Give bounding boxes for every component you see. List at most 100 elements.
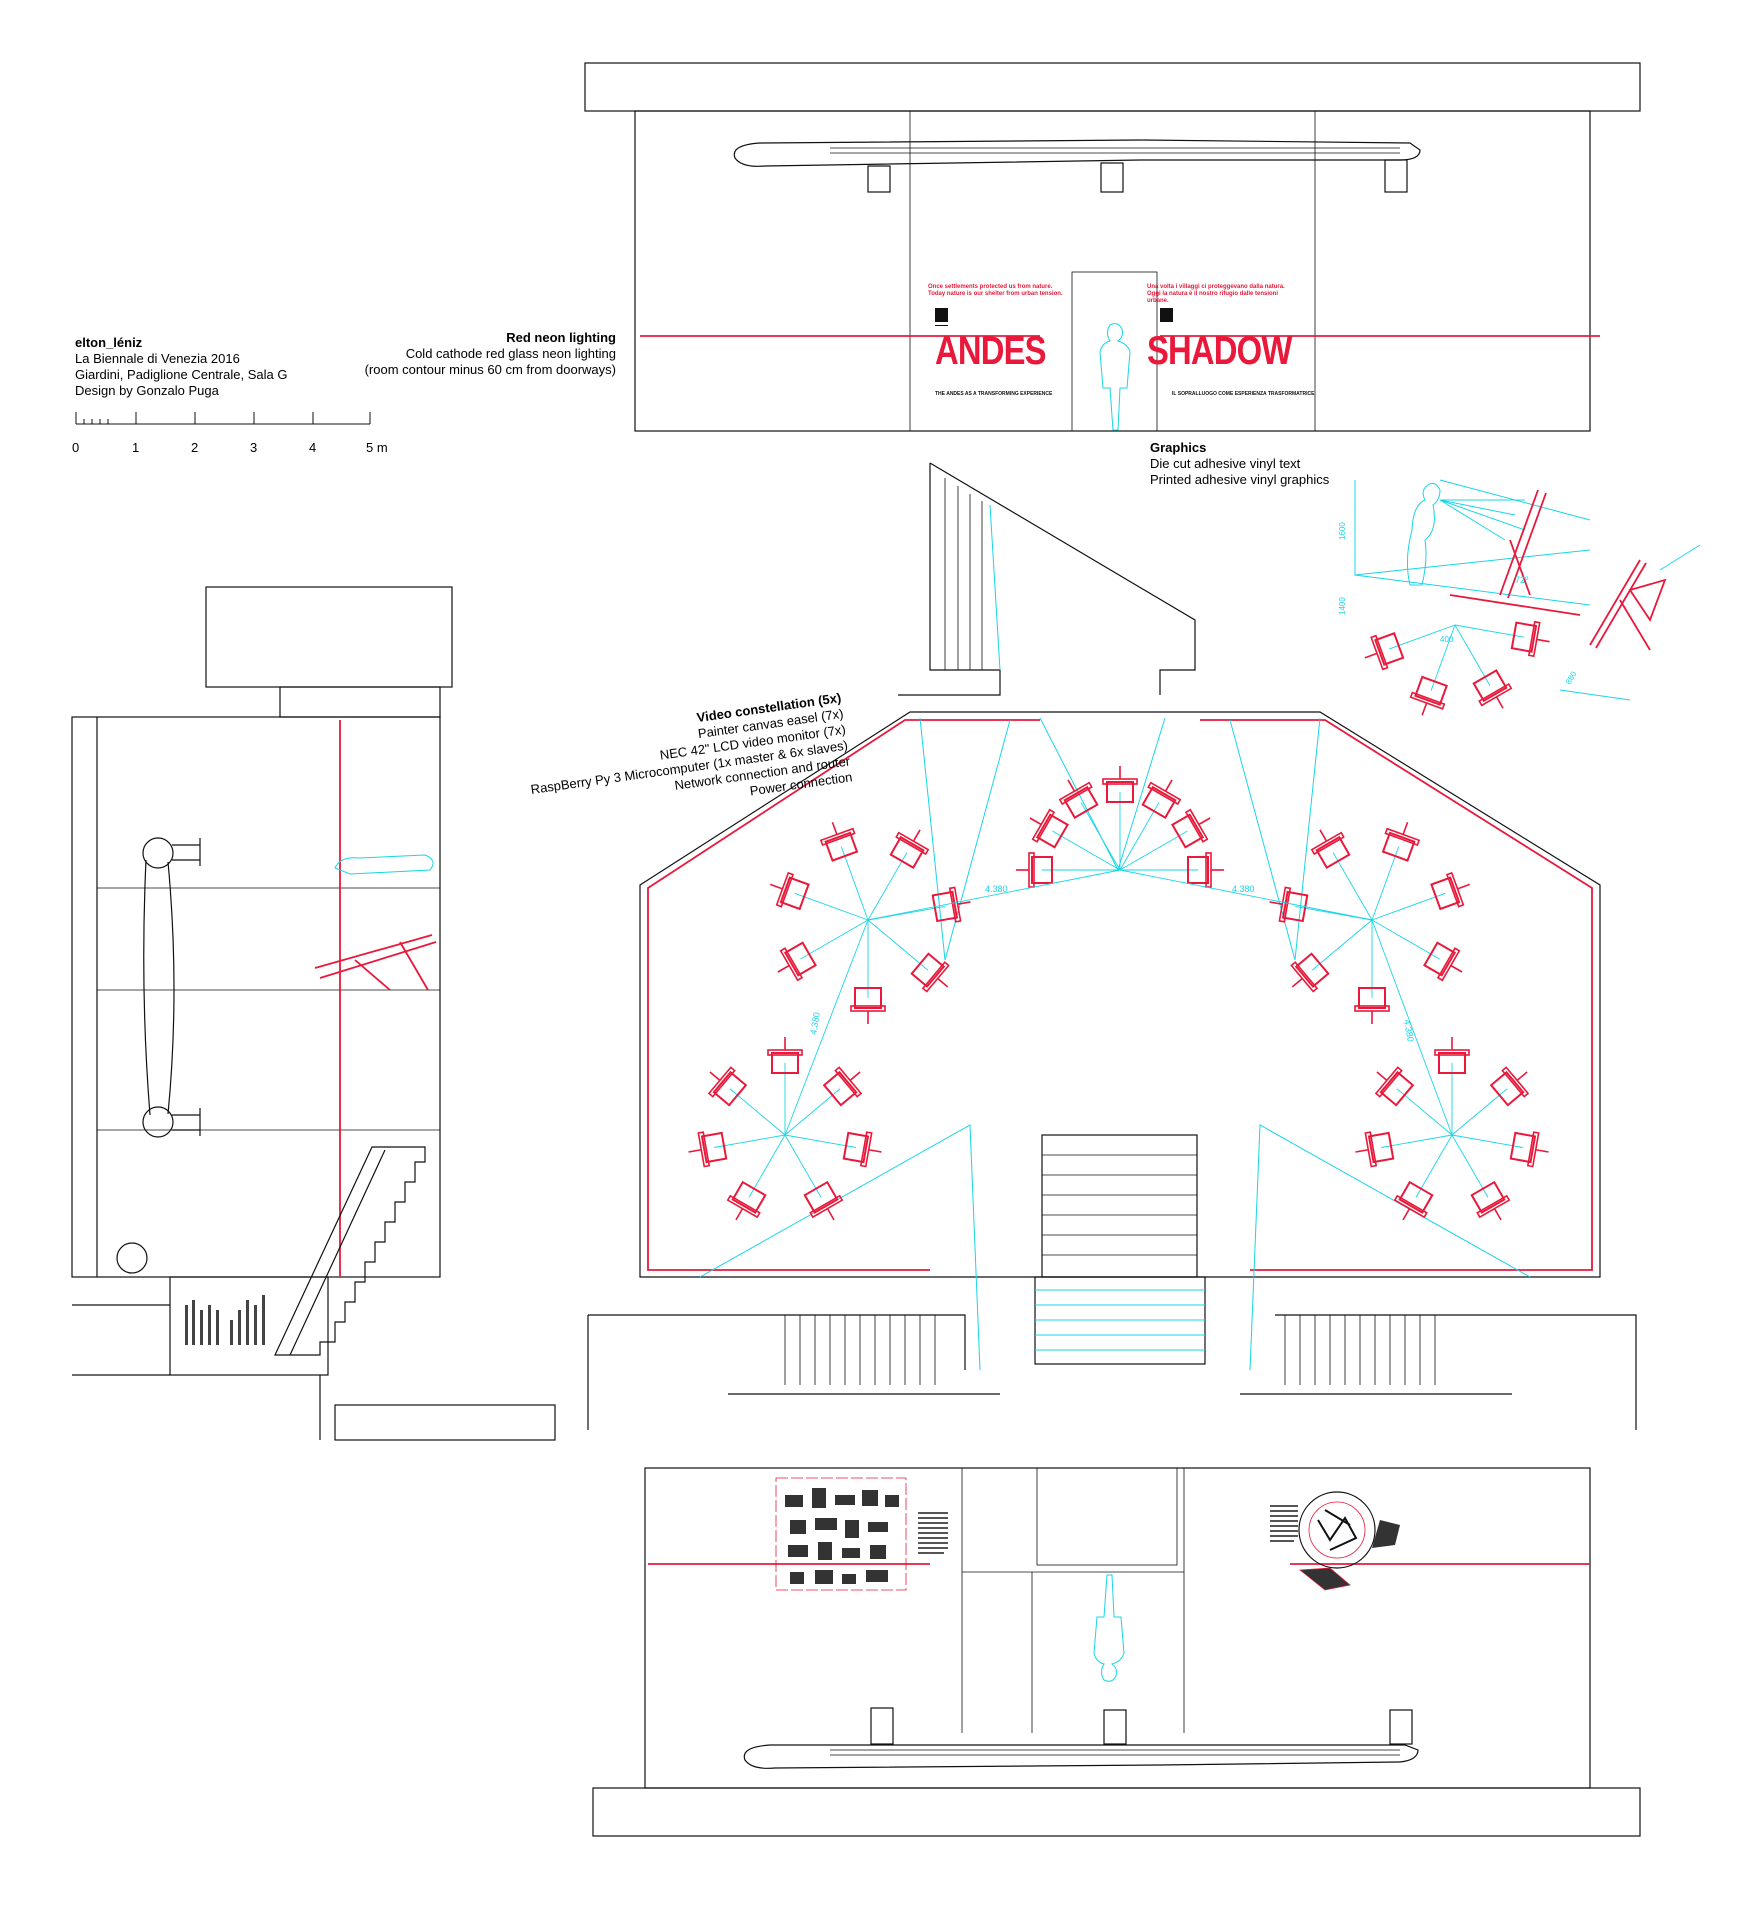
scale-bar <box>75 412 371 425</box>
sightline <box>794 892 869 921</box>
easel-monitor <box>1393 1180 1434 1221</box>
credits-block: elton_léniz La Biennale di Venezia 2016 … <box>75 335 287 399</box>
dimension-label: 72º <box>1515 575 1529 585</box>
graphics-note-line: Die cut adhesive vinyl text <box>1150 456 1301 471</box>
easel-monitor <box>803 1180 844 1221</box>
sightline <box>1052 830 1121 871</box>
sightline <box>1119 869 1373 921</box>
sightline <box>1415 1134 1453 1198</box>
ceiling-duct <box>733 139 1421 193</box>
easel-monitor <box>726 1180 767 1221</box>
plan-south-stair <box>1034 1134 1206 1365</box>
human-figure-section <box>334 854 434 875</box>
easel-monitor <box>910 952 950 993</box>
sightline <box>784 919 869 1136</box>
graphics-note-title: Graphics <box>1150 440 1207 455</box>
plan-side-stairs <box>784 1315 1436 1385</box>
section-view <box>71 586 556 1441</box>
sightline <box>784 1134 856 1148</box>
dimension-label: 400 <box>1440 635 1454 644</box>
easel-monitor <box>769 871 810 911</box>
wall-heading-left: Once settlements protected us from natur… <box>928 284 1063 297</box>
sightline <box>867 852 908 921</box>
floor-plan: 4.380 4.380 4.380 4.380 <box>587 462 1637 1430</box>
dimension-label: 4.380 <box>985 884 1008 894</box>
section-duct <box>116 837 201 1274</box>
human-figure-elevation-bottom <box>1093 1574 1125 1682</box>
easel-monitor <box>1029 808 1069 849</box>
easel-monitor <box>707 1066 748 1107</box>
scale-label: 0 <box>72 440 80 455</box>
sightline <box>867 869 1121 921</box>
neon-note-line: (room contour minus 60 cm from doorways) <box>364 362 616 377</box>
easel-monitor <box>1430 871 1471 911</box>
easel-monitor <box>1354 987 1390 1024</box>
easel-monitor <box>1472 669 1513 709</box>
easel-monitor <box>842 1131 882 1168</box>
text-panel-right <box>1160 308 1173 322</box>
easel-monitor <box>822 1066 863 1107</box>
easel-monitor <box>1409 675 1448 716</box>
sightline <box>1430 624 1456 691</box>
sightline <box>1389 624 1456 650</box>
easel-monitor <box>931 886 971 923</box>
sightline <box>1080 802 1121 871</box>
sightline <box>1451 1134 1489 1198</box>
dimension-label: 4.380 <box>1232 884 1255 894</box>
section-stair <box>274 1146 426 1356</box>
easel-monitor <box>1381 821 1421 862</box>
video-constellations <box>688 766 1549 1221</box>
sightline <box>1381 1134 1453 1148</box>
neon-note-line: Cold cathode red glass neon lighting <box>405 346 616 361</box>
easel-monitor <box>767 1037 803 1074</box>
sightline <box>1371 892 1446 921</box>
sightline <box>1371 846 1400 921</box>
neon-note-title: Red neon lighting <box>506 330 616 345</box>
project-name: elton_léniz <box>75 335 143 350</box>
sightline <box>1371 919 1453 1136</box>
graphics-note-line: Printed adhesive vinyl graphics <box>1150 472 1330 487</box>
sightline <box>1454 624 1491 686</box>
easel-monitor <box>1355 1131 1395 1168</box>
easel-monitor <box>1470 1180 1511 1221</box>
sightline <box>784 1134 822 1198</box>
sightline <box>1311 919 1373 971</box>
detail-easel-fan <box>1364 620 1550 716</box>
graphic-panel-left <box>775 1477 907 1591</box>
easel-monitor <box>850 987 886 1024</box>
neon-contour <box>647 719 1593 1271</box>
ceiling-duct-bottom <box>743 1707 1419 1769</box>
venue-name: Giardini, Padiglione Centrale, Sala G <box>75 367 288 382</box>
sightline <box>840 846 869 921</box>
easel-monitor <box>1141 779 1182 819</box>
sightline <box>748 1134 786 1198</box>
easel-monitor <box>1434 1037 1470 1074</box>
easel-monitor <box>1509 1131 1549 1168</box>
easel-monitor <box>889 829 930 869</box>
bottom-elevation <box>592 1467 1641 1837</box>
easel-monitor <box>1269 886 1309 923</box>
easel-monitor <box>1510 620 1550 658</box>
sightline <box>1454 624 1525 638</box>
sightline <box>1396 1088 1453 1136</box>
graphic-panel-left-text <box>918 1512 948 1554</box>
scale-label: 2 <box>191 440 199 455</box>
wall-word-shadow: SHADOW <box>1147 329 1292 373</box>
easel-monitor <box>1171 808 1211 849</box>
easel-monitor <box>1310 829 1351 869</box>
top-elevation <box>584 62 1641 432</box>
easel-monitor <box>1187 852 1224 888</box>
dimension-label: 880 <box>1564 669 1579 686</box>
easel-section <box>314 934 437 991</box>
neon-note: Red neon lighting Cold cathode red glass… <box>196 330 616 378</box>
easel-monitor <box>1374 1066 1415 1107</box>
human-figure-elevation <box>1099 323 1131 431</box>
easel-monitor <box>1290 952 1330 993</box>
sightline <box>1371 919 1440 960</box>
scale-label: 4 <box>309 440 317 455</box>
dimension-label: 4.380 <box>1402 1019 1416 1043</box>
graphics-note: Graphics Die cut adhesive vinyl text Pri… <box>1150 440 1329 488</box>
plan-north-entrance <box>898 462 1196 696</box>
easel-detail: 1600 1400 72º 400 880 <box>1338 479 1701 716</box>
easel-monitor <box>819 821 859 862</box>
